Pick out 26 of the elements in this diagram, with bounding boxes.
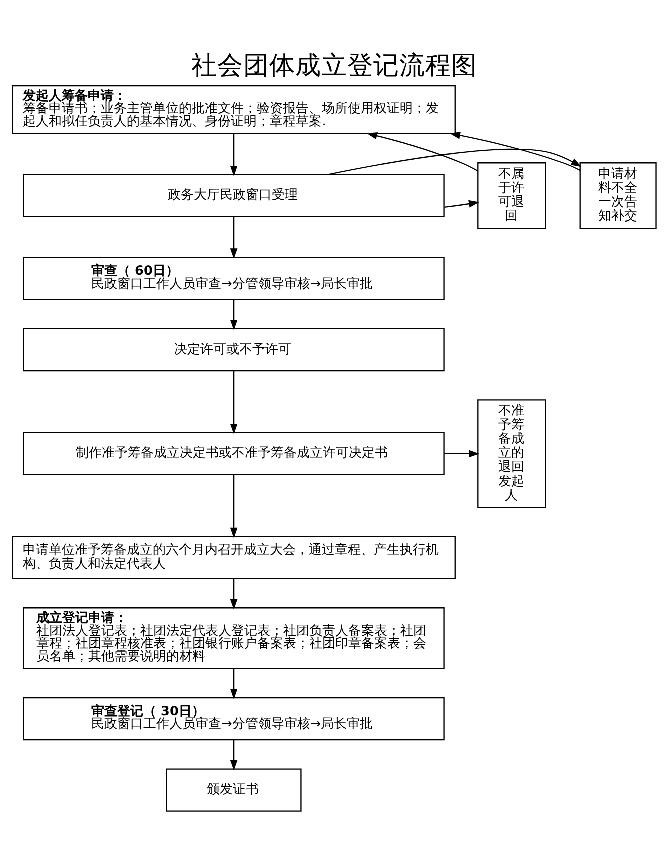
arrow [230,134,238,176]
arrow [230,300,238,330]
arrow [230,371,238,435]
node-box: 发起人筹备申请： 筹备申请书；业务主管单位的批准文件；验资报告、场所使用权证明；发起人和拟任负责人的基本情况、身份证明；章程草案. [12,85,456,135]
arrow [328,148,582,176]
node-box: 不属于许可退回 [478,162,546,230]
arrow [230,216,238,260]
node-box: 颁发证书 [166,768,302,812]
arrow [230,475,238,538]
node-box: 决定许可或不予许可 [23,328,445,372]
node-box: 申请单位准予筹备成立的六个月内召开成立大会，通过章程、产生执行机构、负责人和法定代表人 [12,536,456,580]
node-box: 申请材料不全一次告知补交 [580,162,657,230]
arrow [450,132,580,171]
arrow [444,450,480,458]
node-box: 政务大厅民政窗口受理 [23,174,445,218]
arrow [230,740,238,771]
arrow [444,200,480,208]
arrow [230,579,238,610]
node-box: 不准予筹备成立的退回发起人 [478,400,546,508]
node-box: 审查登记（ 30日） 民政窗口工作人员审查→分管领导审核→局长审批 [23,697,445,741]
diagram-title: 社会团体成立登记流程图 [192,50,478,81]
node-box: 制作准予筹备成立决定书或不准予筹备成立许可决定书 [23,432,445,476]
arrow [230,669,238,700]
node-box: 审查（ 60日） 民政窗口工作人员审查→分管领导审核→局长审批 [23,257,445,300]
arrow [366,132,478,172]
node-box: 成立登记申请： 社团法人登记表；社团法定代表人登记表；社团负责人备案表；社团章程；社团章程核准表；社团银行账户备案表；社团印章备案表；会员名单；其他需要说明的材料 [23,608,445,670]
